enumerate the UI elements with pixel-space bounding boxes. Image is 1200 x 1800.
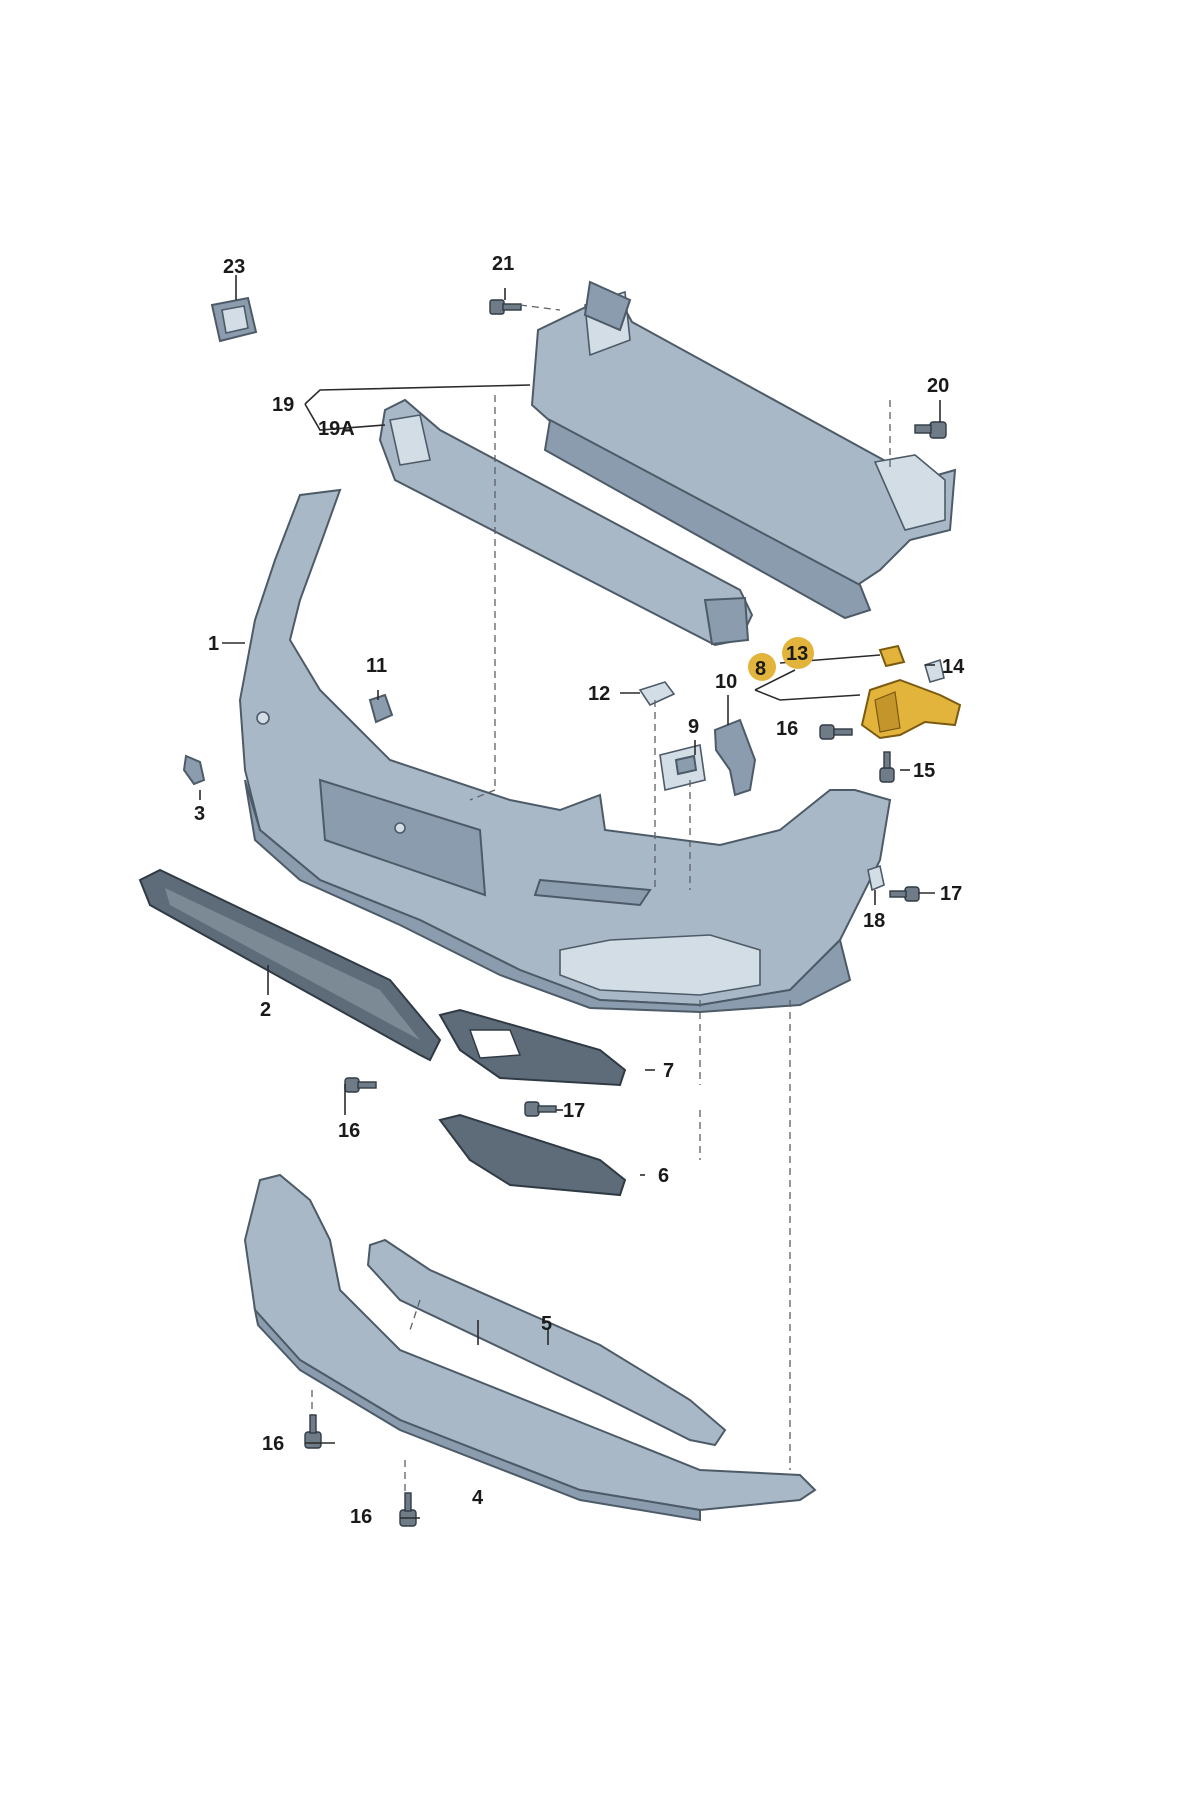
label-4: 4 <box>472 1487 484 1509</box>
part-21-bolt <box>489 299 522 315</box>
label-14: 14 <box>942 656 965 678</box>
label-8: 8 <box>755 658 766 680</box>
part-17-screw-right <box>889 886 920 902</box>
label-16-lower-1: 16 <box>262 1433 284 1455</box>
highlight-disc-13 <box>782 637 814 669</box>
part-19-impact-bar <box>530 280 957 620</box>
label-5: 5 <box>541 1313 552 1335</box>
part-18-clip <box>867 864 885 892</box>
label-19: 19 <box>272 394 294 416</box>
label-1: 1 <box>208 633 219 655</box>
label-2: 2 <box>260 999 271 1021</box>
part-9-bracket <box>659 744 706 791</box>
highlight-disc-8 <box>748 653 776 681</box>
part-16-bolt-bracket <box>819 724 853 740</box>
part-1-bumper-cover <box>238 488 892 1014</box>
part-2-centre-grille <box>138 868 442 1062</box>
part-15-bolt <box>879 751 895 783</box>
label-13: 13 <box>786 643 808 665</box>
label-11: 11 <box>366 655 387 677</box>
part-16-bolt-lower-1 <box>304 1414 322 1449</box>
label-17-grille: 17 <box>563 1100 585 1122</box>
label-15: 15 <box>913 760 935 782</box>
label-21: 21 <box>492 253 514 275</box>
part-7-fog-grille <box>438 1008 627 1087</box>
label-23: 23 <box>223 256 245 278</box>
part-19a-absorber <box>378 398 754 647</box>
label-3: 3 <box>194 803 205 825</box>
label-16-lower-2: 16 <box>350 1506 372 1528</box>
part-16-bolt-grille <box>344 1077 377 1093</box>
label-19a: 19A <box>318 418 355 440</box>
label-6: 6 <box>658 1165 669 1187</box>
part-8-guide-bracket <box>860 678 962 740</box>
label-7: 7 <box>663 1060 674 1082</box>
part-12-cap <box>638 681 676 707</box>
part-17-bolt-grille <box>524 1101 557 1117</box>
part-4-spoiler <box>243 1173 817 1522</box>
part-13-clip <box>878 644 906 668</box>
part-20-bolt <box>914 421 947 439</box>
label-9: 9 <box>688 716 699 738</box>
label-18: 18 <box>863 910 885 932</box>
part-11-clip <box>368 693 394 724</box>
leader-lines <box>199 275 941 1519</box>
label-16-grille: 16 <box>338 1120 360 1142</box>
label-17-right: 17 <box>940 883 962 905</box>
part-3-clip <box>182 754 206 786</box>
label-16-bracket: 16 <box>776 718 798 740</box>
part-23-cap <box>210 296 258 343</box>
part-16-bolt-lower-2 <box>399 1492 417 1527</box>
assembly-lines <box>311 304 891 1493</box>
part-6-lower-grille <box>438 1113 627 1197</box>
part-labels: 1 2 3 4 5 6 7 8 9 10 11 12 13 14 15 16 1… <box>194 253 965 1528</box>
label-10: 10 <box>715 671 737 693</box>
part-10-bracket <box>713 718 757 797</box>
label-12: 12 <box>588 683 610 705</box>
part-5-spoiler-strip <box>366 1238 727 1447</box>
label-20: 20 <box>927 375 949 397</box>
